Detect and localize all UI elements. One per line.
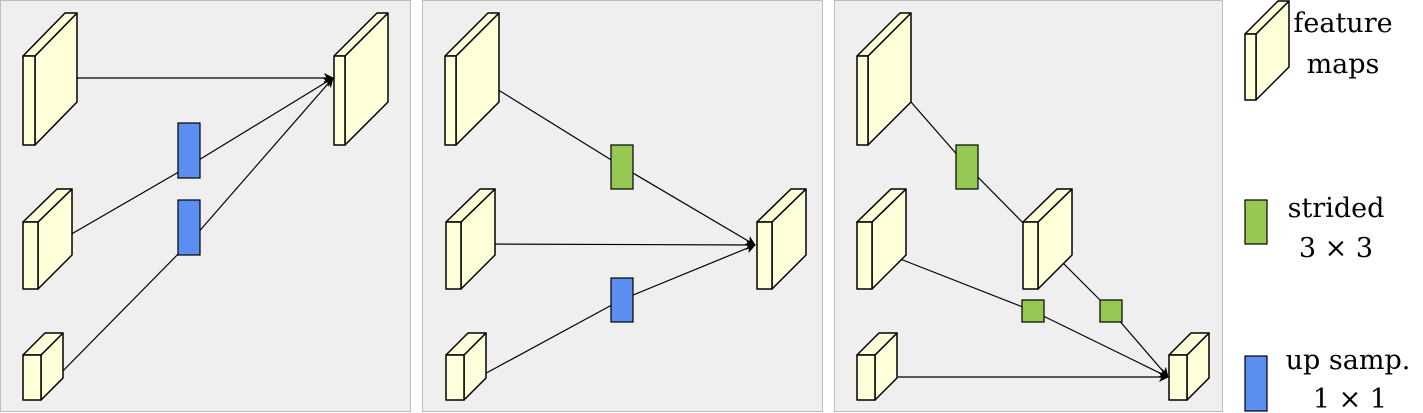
p3-conn-mid-to-strided [889,254,1034,312]
p1-feature-map-small [22,332,64,401]
panel-2 [422,0,823,412]
p2-feature-map-output [756,188,807,290]
p3-strided-op-3 [1099,299,1123,323]
legend-strided-label-line1: strided [1288,193,1385,224]
legend-strided-label-line2: 3 × 3 [1299,233,1373,264]
p1-conn-bottom-to-upsample [55,242,190,379]
p3-strided-op-1 [955,144,979,190]
p1-upsample-op-2 [177,199,201,256]
p3-feature-map-small [856,332,898,401]
p2-conn-top-to-strided [478,77,622,167]
p3-feature-map-output [1168,332,1210,401]
p2-upsample-op [610,277,634,323]
p2-conn-upsample-to-output [620,243,756,301]
legend-feature-maps-label-line2: maps [1307,49,1380,80]
p3-conn-strided2-to-output [1032,310,1169,378]
legend: feature maps strided 3 × 3 up samp. 1 × … [1244,0,1411,413]
p3-feature-map-large [856,12,912,146]
p1-conn-mid-to-upsample [55,165,190,244]
p1-feature-map-large [22,12,78,146]
p2-conn-mid-to-output [478,239,756,250]
panel-1 [0,0,411,412]
legend-upsample-label-line2: 1 × 1 [1313,384,1387,413]
p3-feature-map-intermediate [1022,188,1073,290]
p1-conn-upsample2-to-output [188,77,334,244]
legend-feature-map-icon [1244,0,1290,101]
p1-upsample-op-1 [177,122,201,179]
p2-conn-bottom-to-upsample [478,299,622,378]
p3-feature-map-medium [856,188,907,290]
panel-3 [834,0,1223,412]
p2-strided-op [610,144,634,190]
p1-conn-upsample-to-output [188,77,334,167]
p1-feature-map-output [333,12,389,146]
legend-upsample-label-line1: up samp. [1286,345,1411,376]
p2-feature-map-large [444,12,500,146]
p2-conn-strided-to-output [620,165,756,246]
legend-upsample-swatch [1244,355,1268,412]
p2-feature-map-small [445,332,487,401]
legend-feature-maps-label-line1: feature [1293,8,1392,39]
p3-strided-op-2 [1021,299,1045,323]
p2-feature-map-medium [445,188,496,290]
p1-feature-map-medium [22,188,73,290]
legend-strided-swatch [1244,199,1268,245]
